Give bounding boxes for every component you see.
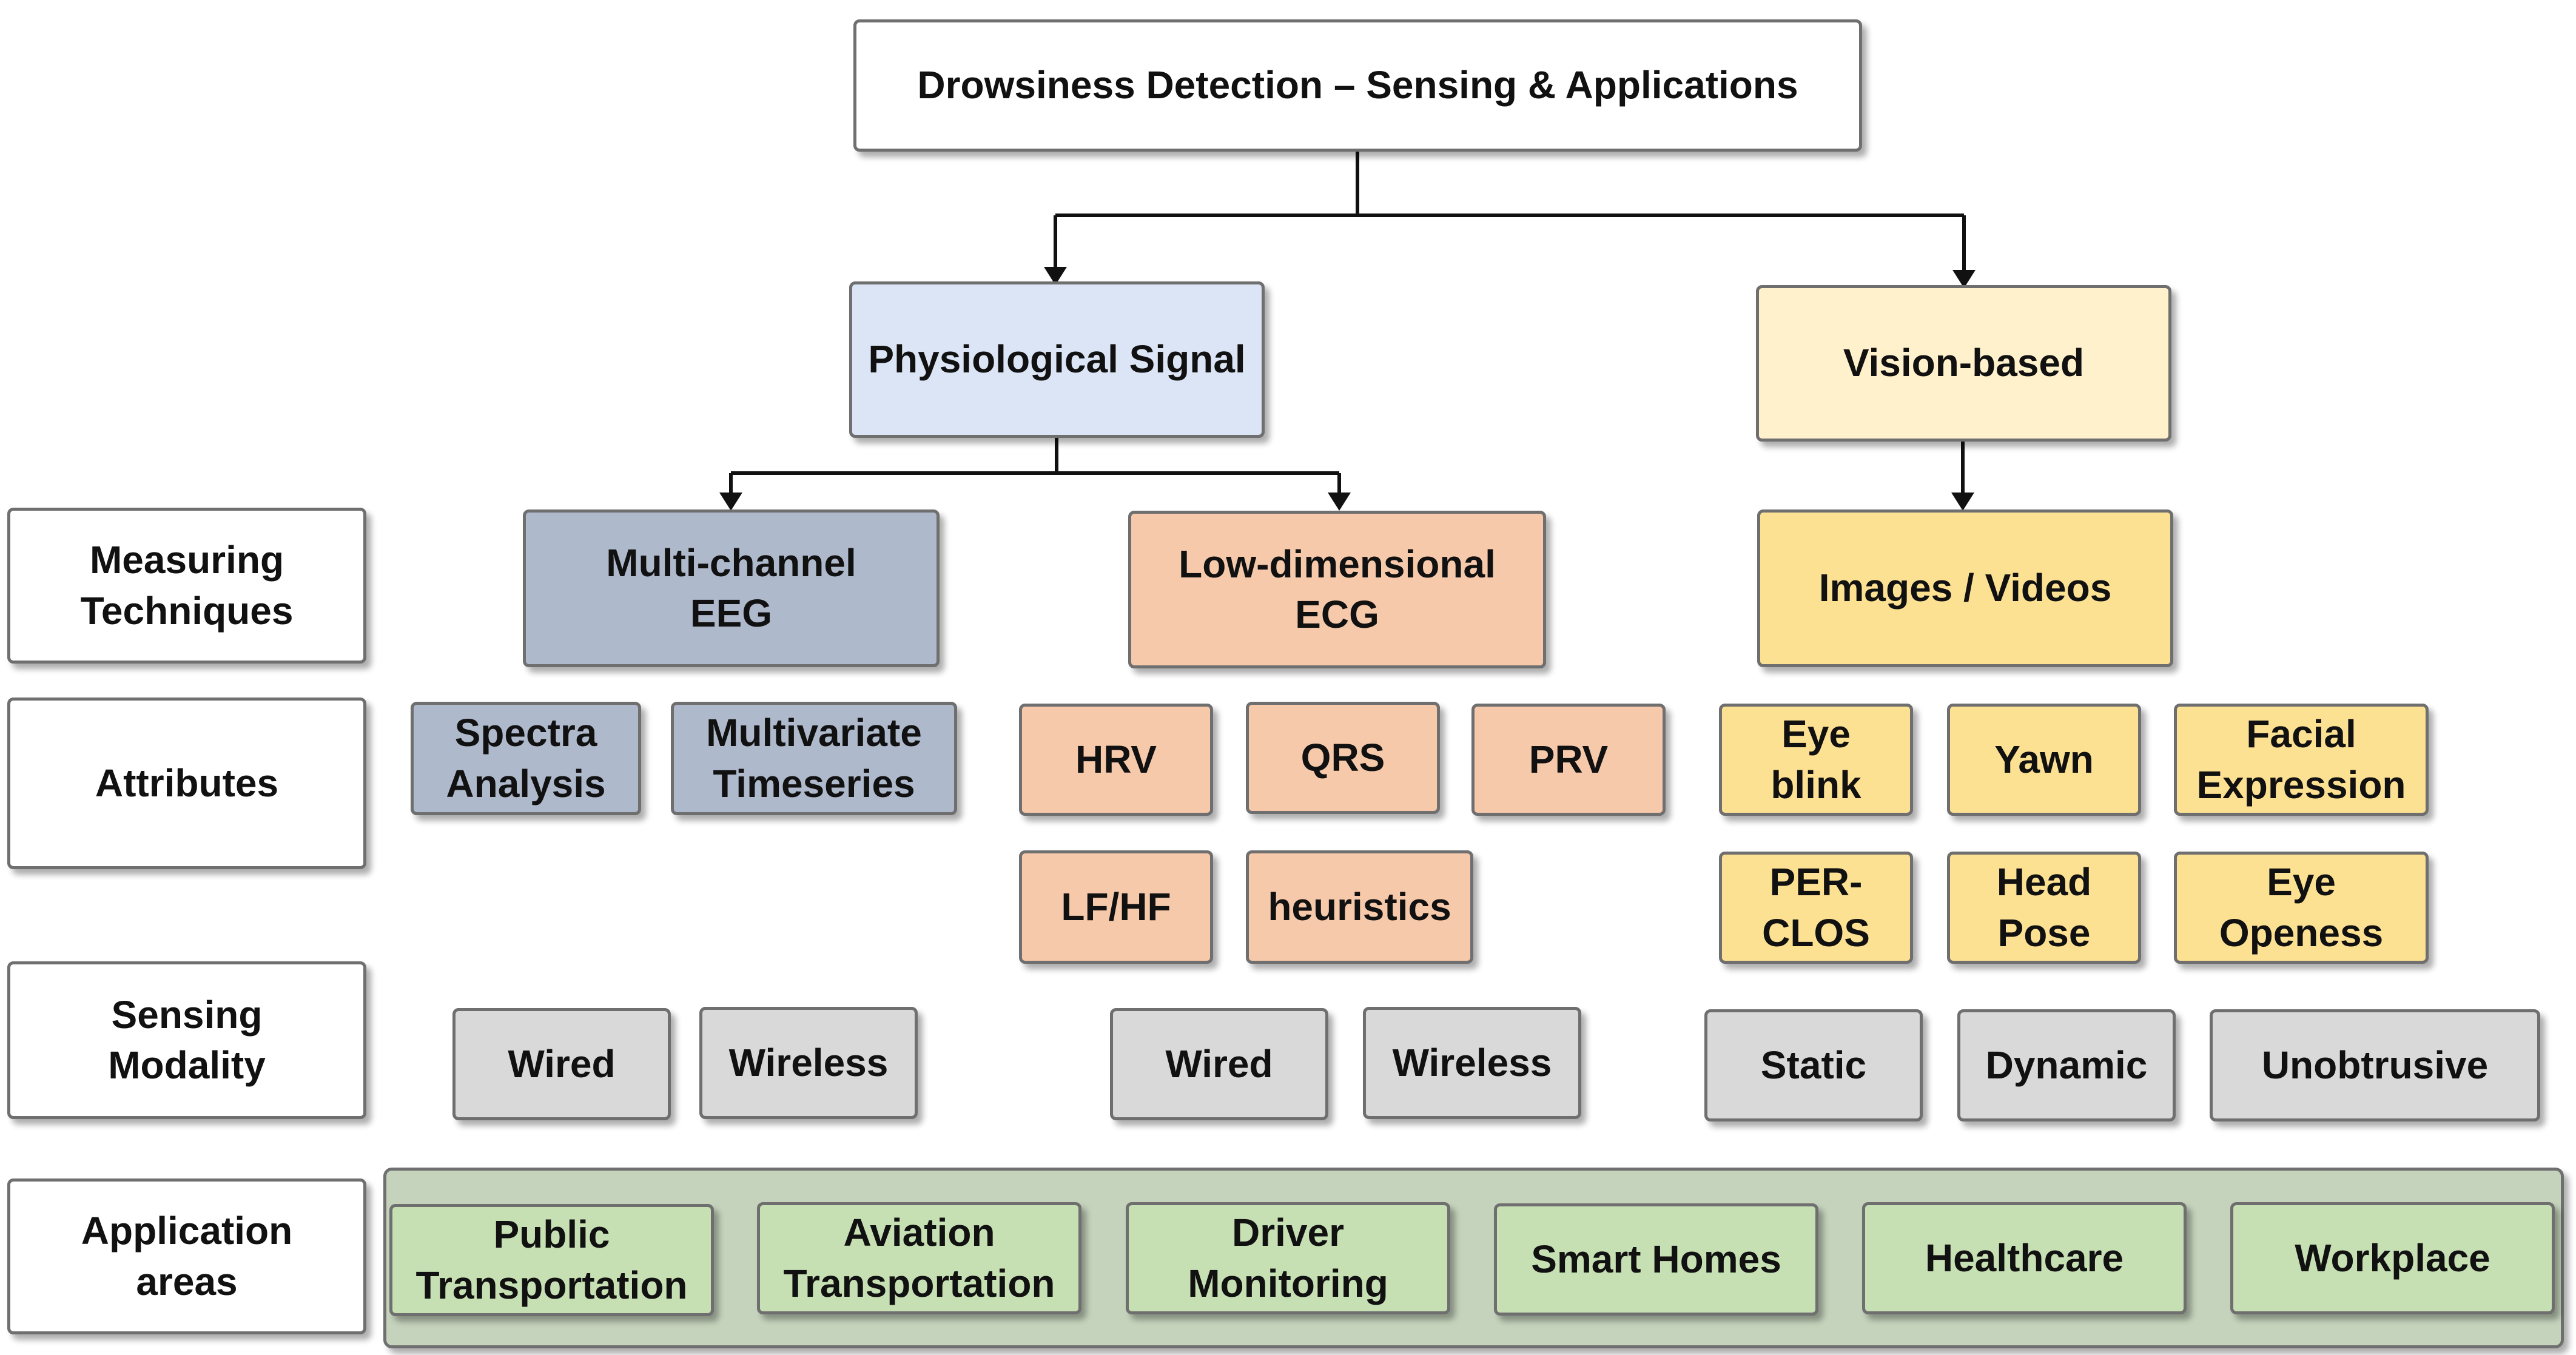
application-workplace: Workplace bbox=[2230, 1202, 2555, 1314]
attribute-qrs: QRS bbox=[1246, 702, 1440, 814]
arrowhead-vision bbox=[1952, 270, 1976, 288]
attribute-lf-hf: LF/HF bbox=[1019, 850, 1213, 964]
application-smart-homes: Smart Homes bbox=[1494, 1203, 1818, 1316]
multi-channel-eeg-node: Multi-channel EEG bbox=[523, 509, 940, 667]
attribute-spectra-analysis: Spectra Analysis bbox=[411, 702, 641, 815]
vision-based-node: Vision-based bbox=[1756, 285, 2171, 442]
arrowhead-eeg bbox=[719, 493, 742, 511]
attribute-multivariate-timeseries: Multivariate Timeseries bbox=[671, 702, 957, 815]
application-healthcare: Healthcare bbox=[1862, 1202, 2187, 1314]
attribute-yawn: Yawn bbox=[1947, 704, 2141, 816]
root-node: Drowsiness Detection – Sensing & Applica… bbox=[853, 19, 1862, 152]
attribute-eye-openess: Eye Openess bbox=[2174, 852, 2429, 964]
row-label-sensing-modality: Sensing Modality bbox=[7, 961, 366, 1119]
application-areas-panel bbox=[383, 1168, 2564, 1348]
application-aviation-transportation: Aviation Transportation bbox=[757, 1202, 1081, 1314]
attribute-head-pose: Head Pose bbox=[1947, 852, 2141, 964]
physiological-signal-node: Physiological Signal bbox=[849, 281, 1265, 438]
attribute-perclos: PER- CLOS bbox=[1719, 852, 1913, 964]
images-videos-node: Images / Videos bbox=[1757, 509, 2173, 667]
modality-eeg-wired: Wired bbox=[452, 1008, 671, 1120]
attribute-heuristics: heuristics bbox=[1246, 850, 1473, 964]
row-label-measuring-techniques: Measuring Techniques bbox=[7, 508, 366, 664]
modality-eeg-wireless: Wireless bbox=[699, 1007, 918, 1119]
row-label-attributes: Attributes bbox=[7, 698, 366, 869]
modality-ecg-wired: Wired bbox=[1110, 1008, 1328, 1120]
application-public-transportation: Public Transportation bbox=[389, 1204, 714, 1316]
attribute-prv: PRV bbox=[1471, 704, 1666, 816]
row-label-application-areas: Application areas bbox=[7, 1178, 366, 1334]
modality-ecg-wireless: Wireless bbox=[1363, 1007, 1581, 1119]
attribute-facial-expression: Facial Expression bbox=[2174, 704, 2429, 816]
arrowhead-ecg bbox=[1328, 493, 1351, 511]
modality-static: Static bbox=[1704, 1009, 1923, 1121]
attribute-hrv: HRV bbox=[1019, 704, 1213, 816]
application-driver-monitoring: Driver Monitoring bbox=[1126, 1202, 1450, 1314]
modality-unobtrusive: Unobtrusive bbox=[2210, 1009, 2540, 1121]
arrowhead-physiological bbox=[1044, 267, 1067, 285]
modality-dynamic: Dynamic bbox=[1957, 1009, 2176, 1121]
arrowhead-images bbox=[1951, 493, 1974, 511]
low-dimensional-ecg-node: Low-dimensional ECG bbox=[1128, 511, 1546, 668]
attribute-eye-blink: Eye blink bbox=[1719, 704, 1913, 816]
